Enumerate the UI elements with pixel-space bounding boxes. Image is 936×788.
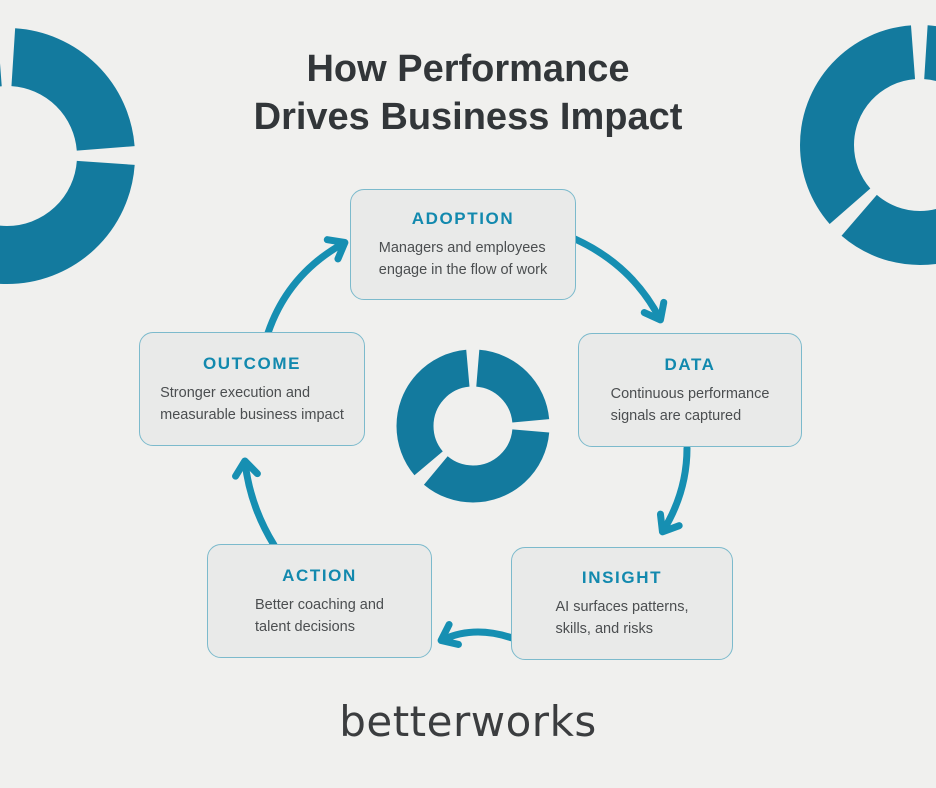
step-label-insight: INSIGHT [581,568,663,588]
step-label-adoption: ADOPTION [411,209,515,229]
donut-arc-decoration-top-left [0,28,135,284]
step-description-insight: AI surfaces patterns, skills, and risks [555,599,689,637]
arrow-insight-to-action [437,621,516,648]
step-label-outcome: OUTCOME [202,353,302,373]
arrow-data-to-insight [656,444,691,536]
arrow-outcome-to-adoption [264,236,349,337]
step-description-data: Continuous performance signals are captu… [610,385,770,424]
betterworks-logo: betterworks [339,697,597,746]
step-card-insight: INSIGHT AI surfaces patterns, skills, an… [511,547,733,660]
step-card-outcome: OUTCOME Stronger execution and measurabl… [139,332,365,446]
page-title: How Performance Drives Business Impact [253,48,683,138]
step-card-action: ACTION Better coaching and talent decisi… [207,544,432,658]
donut-chart-icon [396,349,550,503]
step-description-adoption: Managers and employees engage in the flo… [378,240,548,278]
arrow-action-to-outcome [232,457,278,549]
step-description-outcome: Stronger execution and measurable busine… [160,384,344,423]
step-label-data: DATA [664,354,716,374]
donut-arc-decoration-top-right [800,25,936,265]
arrow-adoption-to-data [571,235,668,324]
step-card-data: DATA Continuous performance signals are … [578,333,802,447]
step-card-adoption: ADOPTION Managers and employees engage i… [350,189,576,300]
step-description-action: Better coaching and talent decisions [255,596,384,635]
step-label-action: ACTION [282,565,357,585]
